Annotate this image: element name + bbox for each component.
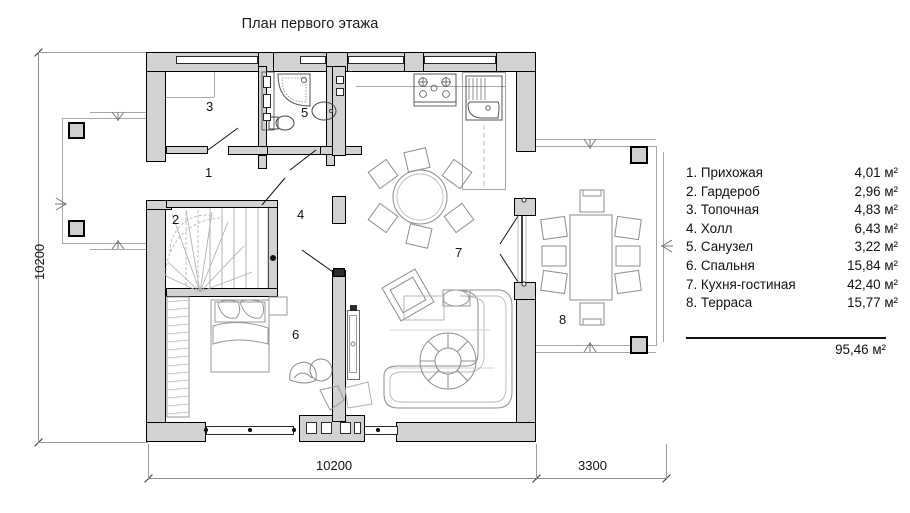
interior-wall-h-0 xyxy=(166,146,208,154)
window-top-4[interactable] xyxy=(424,56,496,64)
kitchen-counter-right xyxy=(462,72,506,190)
legend-room-area: 6,43 м² xyxy=(854,220,898,236)
legend-row: 3. Топочная 4,83 м² xyxy=(686,201,898,220)
ext-line-bottom-a xyxy=(148,444,149,480)
ext-line-top-left xyxy=(38,52,148,53)
legend-row: 1. Прихожая 4,01 м² xyxy=(686,164,898,183)
terrace-edge-bottom xyxy=(536,352,656,353)
legend-room-area: 2,96 м² xyxy=(854,183,898,199)
room-number-8: 8 xyxy=(559,312,567,327)
pipe-box-2 xyxy=(263,94,271,108)
porch-roof-bottom xyxy=(90,249,160,250)
fireplace-vent-4 xyxy=(354,422,361,434)
door-jamb-bedroom[interactable] xyxy=(333,268,345,277)
legend-room-name: 5. Санузел xyxy=(686,239,754,255)
porch-column-bottom xyxy=(68,220,85,237)
terrace-column-bottom xyxy=(630,336,648,354)
porch-outline-top xyxy=(62,118,158,119)
interior-wall-bedroom-top xyxy=(166,288,278,297)
legend-room-area: 42,40 м² xyxy=(847,276,898,292)
porch-roof-top xyxy=(90,112,160,113)
pipe-box-1 xyxy=(263,76,271,88)
dimension-label-bottom-main: 10200 xyxy=(316,458,353,473)
duct-box-1 xyxy=(336,76,344,84)
duct-box-2 xyxy=(336,88,344,96)
dimension-line-left xyxy=(38,52,39,442)
wall-pier-top-4 xyxy=(496,52,536,72)
terrace-edge-top2 xyxy=(536,146,656,147)
window-top-3[interactable] xyxy=(348,56,404,64)
legend-room-area: 15,84 м² xyxy=(847,257,898,273)
legend-room-name: 1. Прихожая xyxy=(686,165,763,180)
legend-room-area: 4,01 м² xyxy=(854,165,898,180)
legend-divider xyxy=(686,337,886,339)
ext-line-bottom-c xyxy=(666,444,667,480)
dimension-label-bottom-terrace: 3300 xyxy=(578,458,607,473)
legend-row: 2. Гардероб 2,96 м² xyxy=(686,183,898,202)
interior-wall-hall-right-mid xyxy=(332,196,346,224)
window-top-2[interactable] xyxy=(300,56,326,64)
boiler-shelf-edge xyxy=(214,72,215,97)
interior-wall-stair-top xyxy=(166,200,278,208)
window-top-1[interactable] xyxy=(176,56,258,64)
legend-room-area: 3,22 м² xyxy=(854,239,898,255)
boiler-shelf xyxy=(166,97,214,98)
legend-row: 8. Терраса 15,77 м² xyxy=(686,294,898,313)
room-number-1: 1 xyxy=(205,165,213,180)
legend-room-area: 15,77 м² xyxy=(847,295,898,311)
legend-row: 5. Санузел 3,22 м² xyxy=(686,238,898,257)
terrace-edge-right xyxy=(656,146,657,346)
legend-room-name: 2. Гардероб xyxy=(686,183,760,199)
legend-row: 6. Спальня 15,84 м² xyxy=(686,257,898,276)
legend-room-name: 3. Топочная xyxy=(686,202,759,218)
ext-line-bottom-left xyxy=(38,442,148,443)
room-legend: 1. Прихожая 4,01 м² 2. Гардероб 2,96 м² 3. Т… xyxy=(686,164,898,313)
room-number-6: 6 xyxy=(292,327,300,342)
legend-room-area: 4,83 м² xyxy=(854,202,898,218)
terrace-column-top xyxy=(630,146,648,164)
room-number-3: 3 xyxy=(206,99,214,114)
legend-row: 7. Кухня-гостиная 42,40 м² xyxy=(686,276,898,295)
dimension-line-bottom-main xyxy=(148,478,536,479)
ext-line-bottom-b xyxy=(536,444,537,480)
pipe-box-3 xyxy=(263,113,271,121)
room-number-5: 5 xyxy=(301,105,309,120)
wall-pier-top-3 xyxy=(404,52,424,72)
room-number-7: 7 xyxy=(455,245,463,260)
fireplace-vent-2 xyxy=(321,422,332,434)
legend-room-name: 4. Холл xyxy=(686,220,733,236)
porch-outline-left xyxy=(62,118,63,243)
legend-room-name: 7. Кухня-гостиная xyxy=(686,276,796,292)
legend-total-area: 95,46 м² xyxy=(835,342,886,357)
legend-room-name: 8. Терраса xyxy=(686,295,753,311)
legend-row: 4. Холл 6,43 м² xyxy=(686,220,898,239)
page-title: План первого этажа xyxy=(241,16,379,32)
room-number-2: 2 xyxy=(172,212,180,227)
dimension-line-bottom-terrace xyxy=(536,478,666,479)
room-number-4: 4 xyxy=(297,207,305,222)
legend-room-name: 6. Спальня xyxy=(686,257,755,273)
tv-screen xyxy=(349,315,357,373)
fireplace-vent-3 xyxy=(340,422,351,434)
terrace-edge-bottom2 xyxy=(536,345,656,346)
fireplace-vent-1 xyxy=(306,422,317,434)
interior-wall-stub xyxy=(258,155,267,169)
porch-column-top xyxy=(68,122,85,139)
porch-outline-bottom xyxy=(62,243,158,244)
